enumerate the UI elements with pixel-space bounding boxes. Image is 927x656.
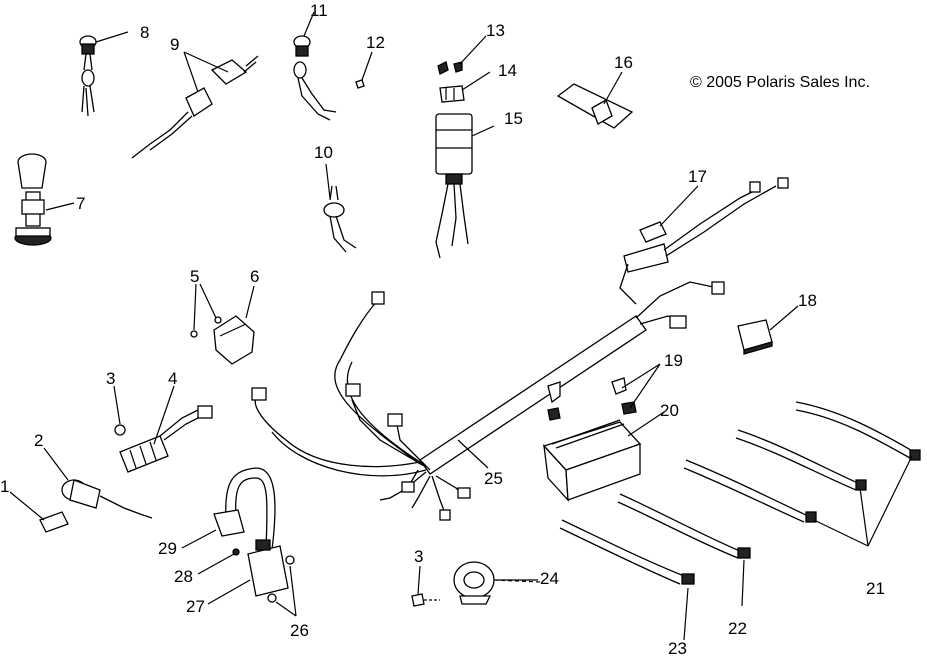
part-17 bbox=[639, 221, 667, 243]
part-10 bbox=[323, 185, 357, 253]
part-25-main-harness bbox=[251, 177, 789, 521]
part-13 bbox=[437, 61, 463, 75]
callout-25: 25 bbox=[484, 469, 503, 488]
callout-10: 10 bbox=[314, 143, 333, 162]
callout-6: 6 bbox=[250, 267, 259, 286]
callout-5: 5 bbox=[190, 267, 199, 286]
part-18 bbox=[737, 319, 773, 355]
callout-11: 11 bbox=[310, 1, 328, 20]
callout-16: 16 bbox=[614, 53, 633, 72]
part-7 bbox=[14, 153, 52, 246]
callout-14: 14 bbox=[498, 61, 517, 80]
callout-15: 15 bbox=[504, 109, 523, 128]
part-20 bbox=[542, 419, 642, 502]
callout-labels: 1 2 3 4 5 6 7 8 9 10 11 12 13 14 15 16 1… bbox=[0, 1, 885, 656]
part-14 bbox=[439, 85, 465, 103]
callout-17: 17 bbox=[688, 167, 707, 186]
callout-2: 2 bbox=[34, 431, 43, 450]
part-3-upper bbox=[114, 424, 126, 436]
callout-4: 4 bbox=[168, 369, 177, 388]
part-2 bbox=[61, 479, 153, 519]
callout-8: 8 bbox=[140, 23, 149, 42]
callout-18: 18 bbox=[798, 291, 817, 310]
part-28 bbox=[232, 548, 240, 556]
callout-29: 29 bbox=[158, 539, 177, 558]
callout-9: 9 bbox=[170, 35, 179, 54]
part-24 bbox=[453, 561, 541, 605]
part-12 bbox=[355, 79, 365, 89]
callout-19: 19 bbox=[664, 351, 683, 370]
callout-21: 21 bbox=[866, 579, 885, 598]
callout-20: 20 bbox=[660, 401, 679, 420]
callout-12: 12 bbox=[366, 33, 385, 52]
part-21 bbox=[683, 401, 921, 523]
callout-1: 1 bbox=[0, 477, 9, 496]
part-6 bbox=[213, 315, 255, 365]
part-4 bbox=[119, 405, 213, 473]
part-16 bbox=[556, 83, 634, 129]
callout-3: 3 bbox=[106, 369, 115, 388]
callout-13: 13 bbox=[486, 21, 505, 40]
part-26 bbox=[267, 555, 295, 603]
callout-7: 7 bbox=[76, 194, 85, 213]
part-22 bbox=[617, 493, 751, 559]
part-9 bbox=[131, 55, 259, 159]
part-27 bbox=[247, 539, 289, 597]
part-3-lower bbox=[411, 593, 440, 607]
part-23 bbox=[559, 519, 695, 585]
callout-3-lower: 3 bbox=[414, 547, 423, 566]
part-11 bbox=[293, 35, 337, 121]
part-8 bbox=[79, 35, 97, 117]
callout-24: 24 bbox=[540, 569, 559, 588]
part-29 bbox=[213, 467, 276, 551]
copyright-text: © 2005 Polaris Sales Inc. bbox=[690, 74, 870, 91]
part-1 bbox=[39, 511, 69, 533]
callout-26: 26 bbox=[290, 621, 309, 640]
callout-27: 27 bbox=[186, 597, 205, 616]
leader-lines bbox=[9, 11, 913, 641]
callout-28: 28 bbox=[174, 567, 193, 586]
callout-22: 22 bbox=[728, 619, 747, 638]
callout-23: 23 bbox=[668, 639, 687, 656]
part-15 bbox=[435, 113, 473, 259]
part-5 bbox=[190, 316, 222, 338]
